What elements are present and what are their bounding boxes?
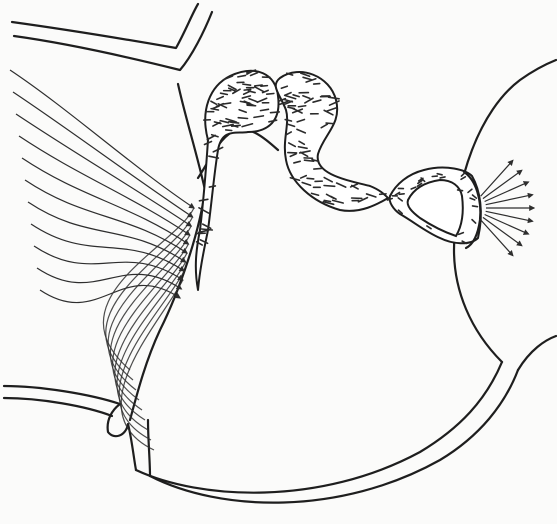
left-lobe bbox=[196, 71, 279, 290]
cup-structure bbox=[390, 168, 481, 248]
incoming-arrow-icon bbox=[37, 268, 181, 289]
cup-dash bbox=[458, 190, 463, 191]
cup-dash bbox=[437, 174, 442, 175]
incoming-arrow-icon bbox=[31, 224, 184, 271]
incoming-arrow-icon bbox=[28, 202, 186, 262]
cup-dash bbox=[440, 177, 445, 178]
outgoing-rays bbox=[481, 160, 534, 255]
lobe-dash bbox=[224, 103, 231, 104]
cup-dash bbox=[473, 206, 478, 207]
lobe-dash bbox=[267, 93, 274, 94]
upper-tube bbox=[12, 4, 212, 70]
right-lobe bbox=[276, 72, 388, 211]
lobe-dash bbox=[243, 84, 251, 85]
lobe-dash bbox=[307, 178, 314, 179]
lobe-dash bbox=[314, 84, 320, 85]
outgoing-arrow-icon bbox=[483, 217, 522, 245]
lobe-dash bbox=[304, 160, 313, 161]
lobe-dash bbox=[324, 185, 335, 186]
lobe-dash bbox=[261, 86, 268, 87]
incoming-arrow-icon bbox=[19, 136, 190, 235]
lobe-dash bbox=[231, 122, 239, 123]
lobe-dash bbox=[226, 130, 232, 131]
outgoing-arrow-icon bbox=[486, 195, 533, 205]
incoming-arrow-icon bbox=[13, 92, 193, 217]
incoming-field-lines bbox=[10, 70, 194, 450]
field-line-tail bbox=[115, 253, 187, 420]
lobe-dash bbox=[238, 118, 247, 119]
lobe-dash bbox=[314, 168, 322, 169]
lobe-dash bbox=[270, 112, 279, 113]
lobe-dash bbox=[324, 200, 330, 201]
lobe-dash bbox=[244, 89, 251, 90]
outgoing-arrow-icon bbox=[486, 211, 533, 221]
outgoing-arrow-icon bbox=[483, 170, 522, 198]
lobe-dash bbox=[298, 106, 305, 107]
